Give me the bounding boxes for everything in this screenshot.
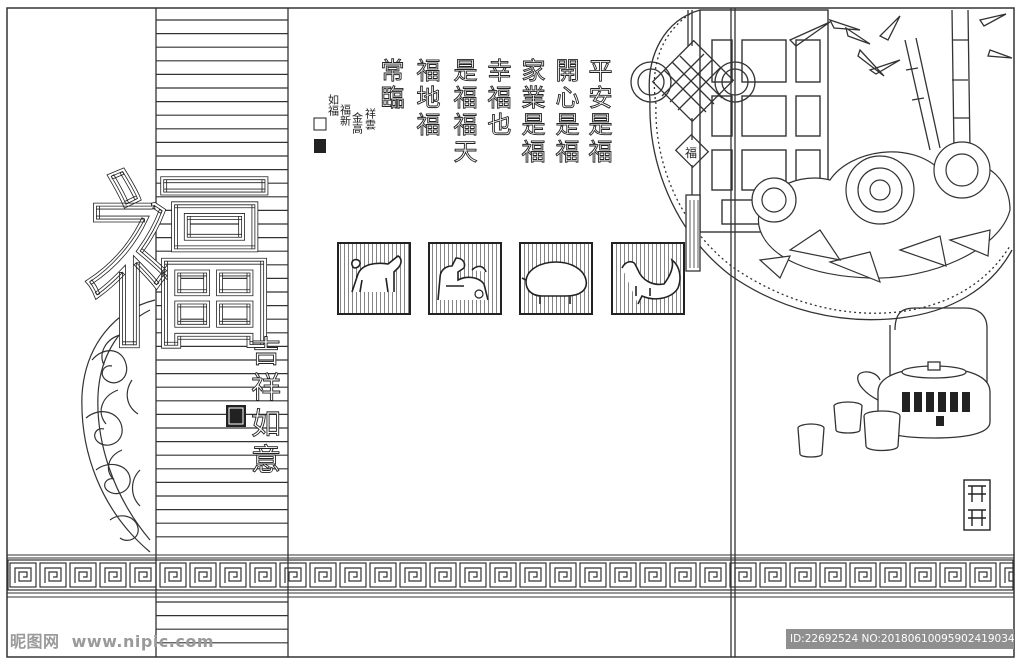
zodiac-tile-goat xyxy=(337,242,411,315)
outer-frame xyxy=(6,7,1015,658)
watermark: 昵图网 www.nipic.com xyxy=(10,628,220,652)
zodiac-tile-rooster xyxy=(611,242,685,315)
zodiac-tile-pig xyxy=(519,242,593,315)
slogan-char-1: 吉 xyxy=(251,335,281,370)
signature-block: 祥雲 金高 福新 如福 xyxy=(327,93,377,135)
slat-panel xyxy=(156,19,288,644)
signature-col-2: 金高 xyxy=(351,111,364,135)
foliage-frame xyxy=(648,9,1013,321)
watermark-site: 昵图网 xyxy=(10,632,60,651)
watermark-url: www.nipic.com xyxy=(71,632,215,651)
fortune-character: 福 xyxy=(85,152,276,375)
seal-stamp-left xyxy=(226,405,246,427)
tea-set xyxy=(797,307,991,458)
signature-col-1: 祥雲 xyxy=(364,107,377,131)
poem-col-4: 幸福也 xyxy=(483,58,511,139)
bamboo xyxy=(788,9,1013,151)
chinese-knot xyxy=(630,10,756,272)
seal-stamp-right xyxy=(963,479,991,531)
poem-col-7: 常臨 xyxy=(376,58,404,112)
slogan-column: 吉 祥 如 意 xyxy=(251,335,282,479)
poem-block: 平安是福 開心是福 家業是福 幸福也 是福福天 福地福 常臨 xyxy=(376,58,613,167)
poem-col-5: 是福福天 xyxy=(449,58,477,166)
poem-col-2: 開心是福 xyxy=(551,58,579,166)
poem-col-6: 福地福 xyxy=(412,58,440,139)
meander-border xyxy=(6,554,1015,598)
signature-col-3: 福新 xyxy=(339,103,352,126)
signature-col-4: 如福 xyxy=(327,93,340,117)
slogan-char-4: 意 xyxy=(251,443,281,478)
poem-col-1: 平安是福 xyxy=(584,58,612,166)
teapot-text xyxy=(902,392,970,426)
peony-flowers xyxy=(751,141,1011,284)
scroll-ornament xyxy=(81,299,156,553)
image-id-bar: ID:22692524 NO:20180610095902419034 xyxy=(786,629,1014,649)
zodiac-tile-tiger xyxy=(428,242,502,315)
poem-col-3: 家業是福 xyxy=(517,58,545,166)
slogan-char-3: 如 xyxy=(251,407,281,442)
zodiac-tiles xyxy=(337,242,685,315)
seal-stamp-poem xyxy=(313,117,327,131)
slogan-char-2: 祥 xyxy=(251,371,281,406)
knot-tag-char: 福 xyxy=(685,145,697,160)
knot-tag xyxy=(674,133,710,169)
